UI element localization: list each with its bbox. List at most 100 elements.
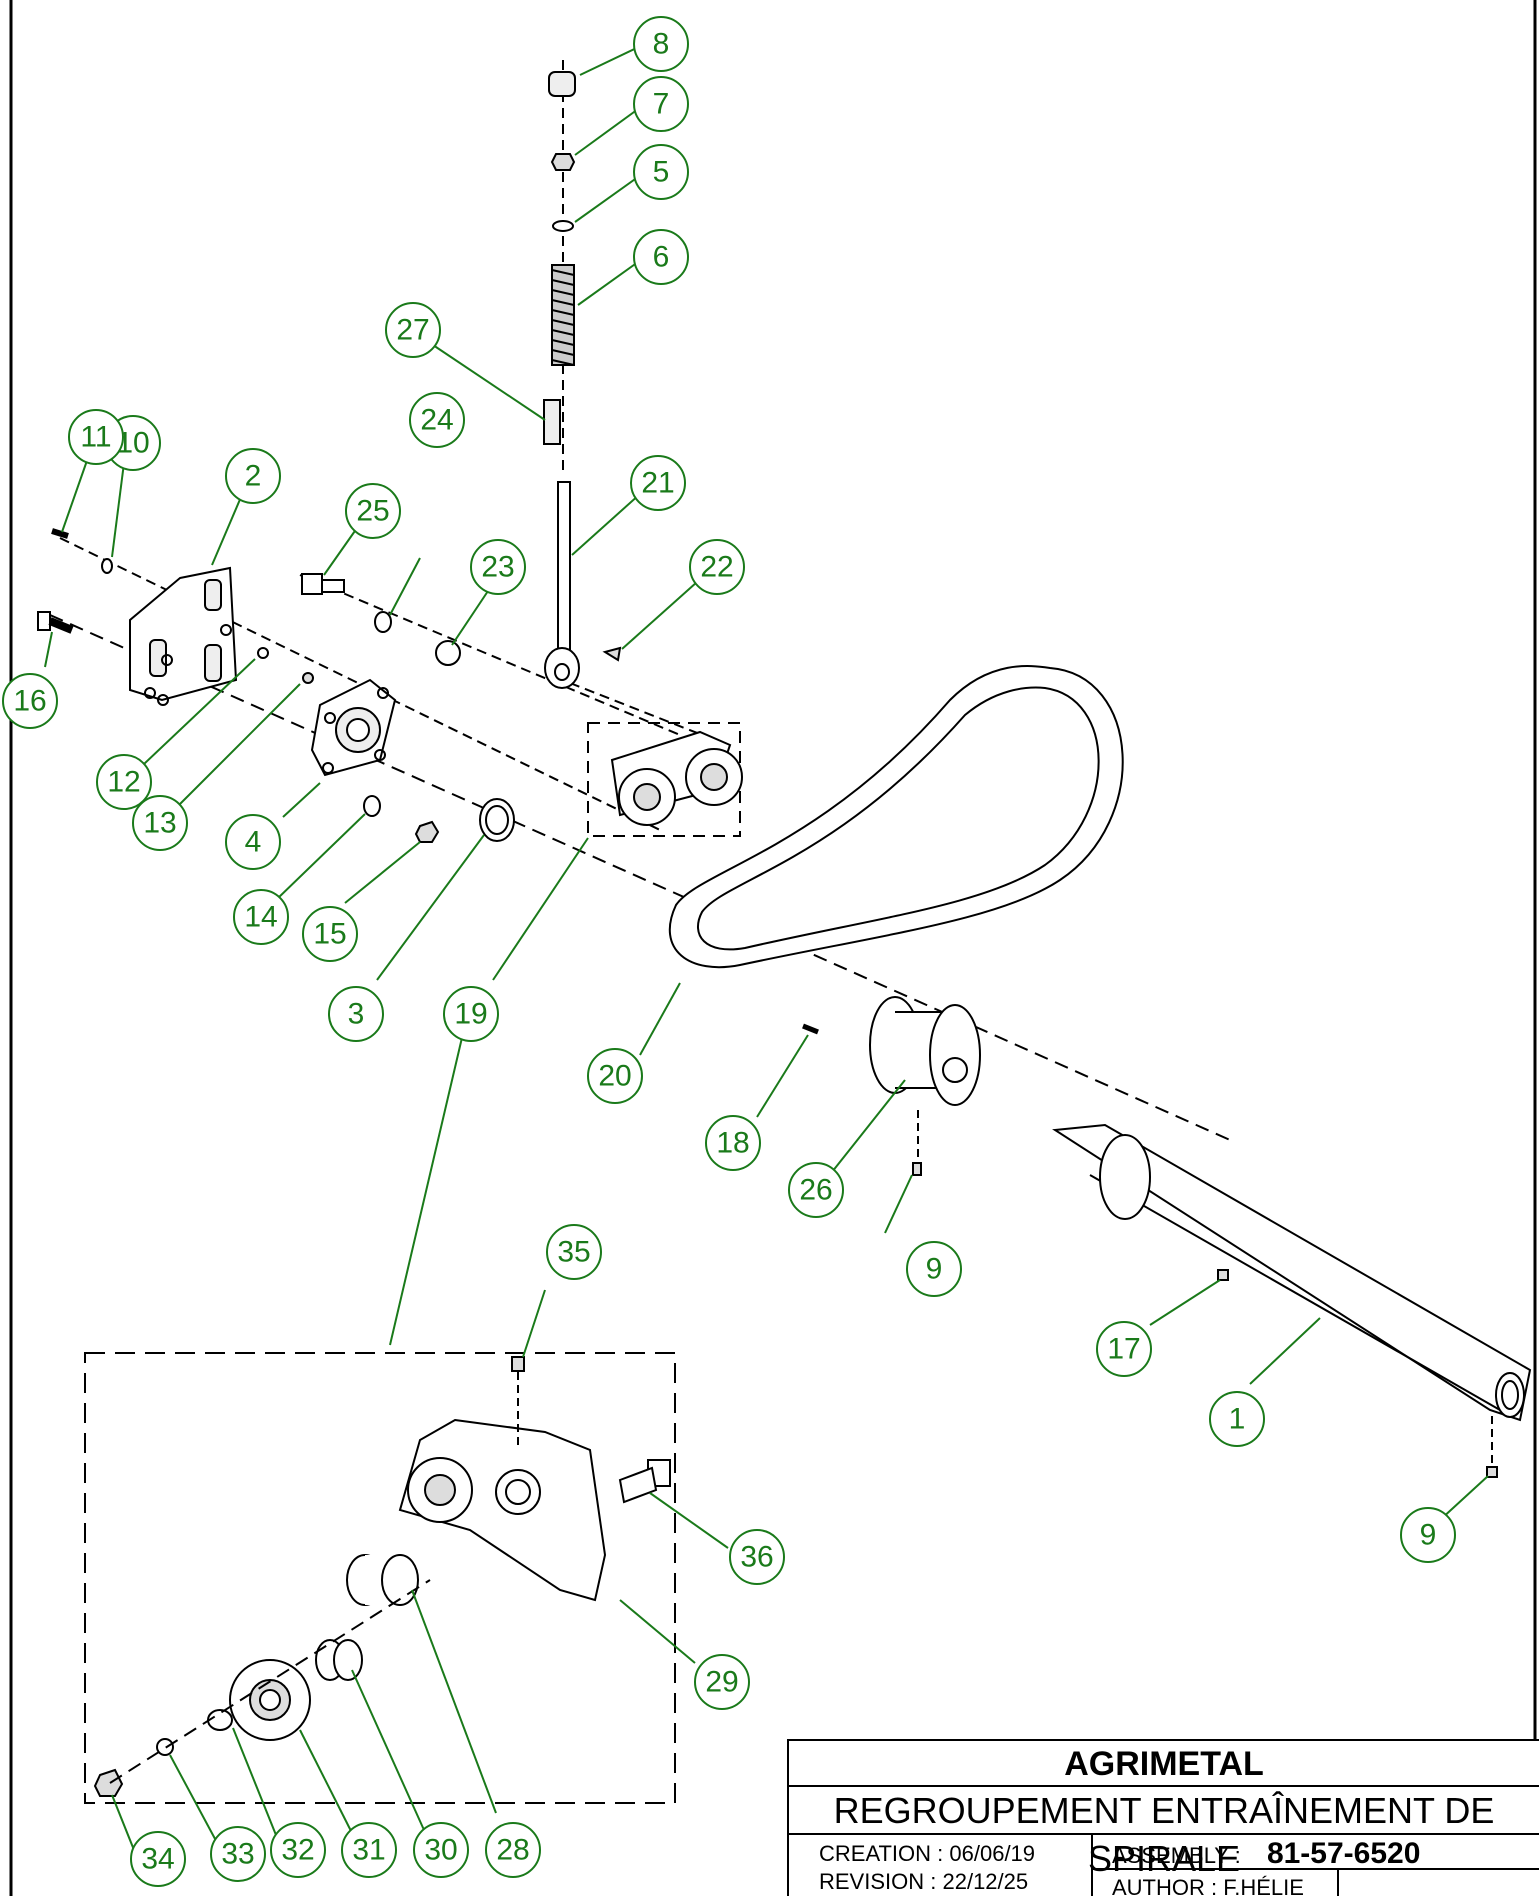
drawing-title: REGROUPEMENT ENTRAÎNEMENT DE SPIRALE: [789, 1787, 1539, 1879]
callout-number: 3: [348, 998, 365, 1031]
upper-axis-line: [299, 574, 681, 736]
callout-36: 36: [729, 1529, 785, 1585]
callout-number: 7: [653, 88, 670, 121]
chain-part-20: [668, 665, 1124, 969]
callout-number: 34: [141, 1843, 174, 1876]
callout-3: 3: [328, 986, 384, 1042]
detail-view-box: [84, 1352, 676, 1804]
callout-15: 15: [302, 906, 358, 962]
plate-part-2: [129, 566, 238, 706]
bolt-part-32: [618, 1459, 671, 1504]
setscrew-part-9: [912, 1162, 922, 1176]
callout-number: 31: [352, 1834, 385, 1867]
callout-33: 33: [210, 1826, 266, 1882]
revision-row: REVISION : 22/12/25: [819, 1869, 1028, 1895]
callout-number: 20: [598, 1060, 631, 1093]
callout-number: 15: [313, 918, 346, 951]
bearing-part-4: [310, 678, 397, 777]
tensioner-part-19: [610, 730, 743, 826]
callout-number: 29: [705, 1666, 738, 1699]
callout-12: 12: [96, 754, 152, 810]
cap-part-8: [548, 71, 576, 97]
detail-axis-line: [109, 1579, 431, 1784]
washer-part-34: [156, 1738, 174, 1756]
callout-number: 13: [143, 807, 176, 840]
callout-number: 18: [716, 1127, 749, 1160]
callout-number: 36: [740, 1541, 773, 1574]
callout-34: 34: [130, 1831, 186, 1887]
callout-19: 19: [443, 986, 499, 1042]
callout-number: 35: [557, 1236, 590, 1269]
callout-1: 1: [1209, 1391, 1265, 1447]
washer-part-10: [101, 558, 113, 574]
callout-24: 24: [409, 392, 465, 448]
bolt-part-11: [51, 528, 69, 539]
callout-number: 9: [1420, 1519, 1437, 1552]
callout-bubbles: 1234567899101112131415161718192021222324…: [2, 16, 1456, 1887]
bolt-part-18: [802, 1023, 819, 1035]
title-block-divider-2: [1337, 1868, 1339, 1896]
callout-number: 16: [13, 685, 46, 718]
callout-number: 32: [281, 1834, 314, 1867]
author-row: AUTHOR : F.HÉLIE: [1112, 1875, 1304, 1901]
washer-part-24: [374, 611, 392, 633]
washer-part-5: [552, 220, 574, 232]
callout-29: 29: [694, 1654, 750, 1710]
washer-part-12: [257, 647, 269, 659]
creation-date: 06/06/19: [949, 1841, 1036, 1866]
callout-number: 12: [107, 766, 140, 799]
callout-number: 2: [245, 460, 262, 493]
callout-27: 27: [385, 302, 441, 358]
ring-part-3-inner: [485, 805, 509, 835]
pin-axis-line: [569, 682, 716, 741]
callout-number: 28: [496, 1834, 529, 1867]
washer-part-33: [207, 1709, 233, 1731]
spacer-part-30: [315, 1639, 363, 1681]
callout-22: 22: [689, 539, 745, 595]
shaft-part-1: [1052, 1123, 1532, 1422]
title-block: AGRIMETAL REGROUPEMENT ENTRAÎNEMENT DE S…: [787, 1739, 1539, 1900]
callout-number: 25: [356, 495, 389, 528]
callout-16: 16: [2, 673, 58, 729]
callout-6: 6: [633, 229, 689, 285]
revision-date: 22/12/25: [942, 1869, 1029, 1894]
author-label: AUTHOR :: [1112, 1875, 1218, 1900]
callout-9: 9: [1400, 1507, 1456, 1563]
bracket-part-27: [543, 399, 561, 445]
washer-part-23: [435, 640, 461, 666]
bushing-part-28: [346, 1554, 419, 1606]
bolt-part-16: [37, 611, 74, 634]
creation-row: CREATION : 06/06/19: [819, 1841, 1035, 1867]
company-name: AGRIMETAL: [789, 1741, 1539, 1787]
callout-number: 21: [641, 467, 674, 500]
callout-number: 5: [653, 156, 670, 189]
callout-31: 31: [341, 1822, 397, 1878]
callout-18: 18: [705, 1115, 761, 1171]
callout-number: 14: [244, 901, 277, 934]
assembly-number: 81-57-6520: [1266, 1837, 1421, 1870]
parts-artwork: [37, 60, 1532, 1804]
setscrew-part-9-b: [1486, 1466, 1498, 1478]
callout-number: 30: [424, 1834, 457, 1867]
callout-number: 17: [1107, 1333, 1140, 1366]
callout-5: 5: [633, 144, 689, 200]
title-block-divider-h: [1091, 1868, 1539, 1870]
callout-23: 23: [470, 539, 526, 595]
callout-32: 32: [270, 1822, 326, 1878]
bolt-part-25: [301, 573, 345, 595]
sprocket-part-31: [229, 1659, 311, 1741]
callout-number: 24: [420, 404, 453, 437]
rod-part-21: [544, 481, 580, 689]
nut-part-13: [302, 672, 314, 684]
sprocket-hub-part-26: [869, 996, 981, 1106]
author-name: F.HÉLIE: [1223, 1875, 1304, 1900]
callout-30: 30: [413, 1822, 469, 1878]
pin-part-22: [602, 646, 622, 662]
callout-14: 14: [233, 889, 289, 945]
callout-number: 26: [799, 1174, 832, 1207]
tensioner-body-part-29: [398, 1418, 607, 1602]
callout-number: 22: [700, 551, 733, 584]
callout-number: 4: [245, 826, 262, 859]
